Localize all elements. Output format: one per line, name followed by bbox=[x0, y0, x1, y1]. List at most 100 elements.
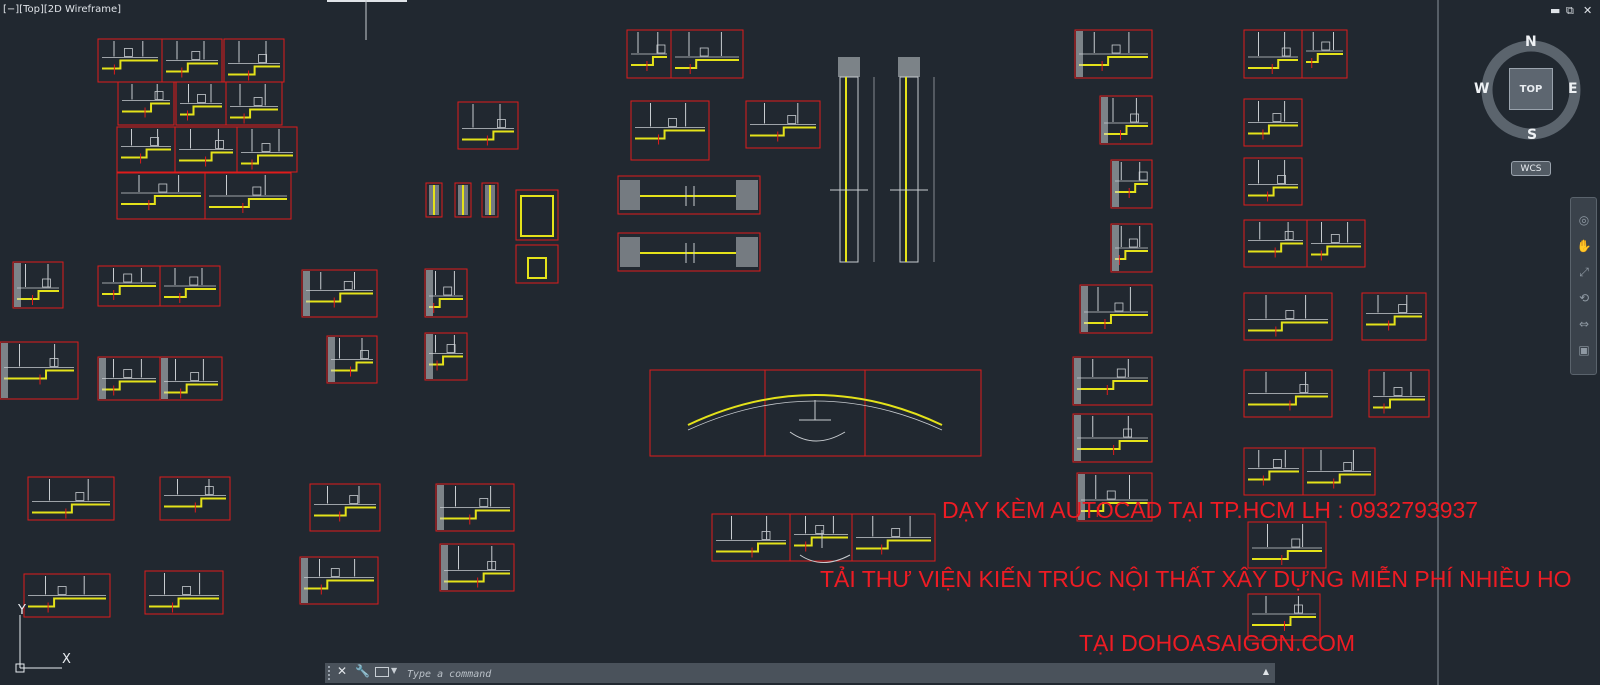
compass-east-label[interactable]: E bbox=[1568, 81, 1578, 97]
ceiling-board bbox=[164, 497, 226, 508]
command-input[interactable] bbox=[405, 664, 1249, 684]
detail-frame bbox=[23, 573, 111, 618]
detail-frame bbox=[1243, 29, 1303, 79]
compass-west-label[interactable]: W bbox=[1474, 81, 1490, 97]
light-fixture bbox=[258, 54, 268, 63]
detail-frame bbox=[457, 101, 519, 150]
ceiling-board bbox=[304, 579, 374, 590]
detail-frame bbox=[1302, 447, 1376, 496]
wall-hatch bbox=[1112, 225, 1119, 271]
light-fixture bbox=[75, 492, 85, 501]
steering-wheel-icon[interactable]: ◎ bbox=[1578, 213, 1590, 227]
ceiling-board bbox=[520, 195, 554, 237]
compass-north-label[interactable]: N bbox=[1525, 34, 1537, 50]
watermark-line-1: DẠY KÈM AUTOCAD TẠI TP.HCM LH : 09327939… bbox=[942, 497, 1479, 523]
wall-hatch bbox=[99, 358, 106, 399]
ucs-menu-button[interactable]: WCS bbox=[1511, 161, 1551, 176]
pan-icon[interactable]: ✋ bbox=[1576, 239, 1592, 253]
cad-linework bbox=[899, 76, 919, 263]
walk-icon[interactable]: ⇔ bbox=[1578, 317, 1590, 331]
ceiling-board bbox=[1248, 395, 1328, 406]
wall-hatch bbox=[161, 358, 168, 399]
light-fixture bbox=[42, 278, 51, 288]
command-line-grip[interactable] bbox=[328, 666, 334, 680]
viewport-close-icon[interactable]: ✕ bbox=[1583, 4, 1593, 17]
light-fixture bbox=[1272, 459, 1282, 468]
wall-hatch bbox=[1076, 31, 1083, 77]
ceiling-board bbox=[32, 503, 110, 514]
ceiling-board bbox=[149, 597, 219, 608]
light-fixture bbox=[360, 350, 369, 359]
wall-hatch bbox=[1074, 415, 1081, 461]
viewport-restore-icon[interactable]: ⧉ bbox=[1566, 4, 1574, 17]
detail-frame bbox=[159, 265, 221, 307]
detail-frame bbox=[515, 244, 559, 284]
recent-commands-dropdown-icon[interactable]: ▼ bbox=[391, 666, 398, 675]
orbit-icon[interactable]: ⟲ bbox=[1578, 291, 1590, 305]
detail-frame bbox=[617, 175, 761, 215]
ceiling-board bbox=[631, 56, 667, 66]
detail-frame bbox=[711, 513, 791, 562]
wall-hatch bbox=[898, 57, 920, 77]
light-fixture bbox=[57, 586, 67, 595]
wall-hatch bbox=[441, 545, 448, 590]
detail-frame bbox=[851, 513, 936, 562]
chandelier bbox=[799, 554, 851, 563]
viewcube-top-face[interactable]: TOP bbox=[1509, 68, 1553, 110]
detail-frame bbox=[1072, 413, 1153, 463]
ceiling-board bbox=[675, 59, 739, 69]
zoom-icon[interactable]: ⤢ bbox=[1579, 265, 1589, 279]
light-fixture bbox=[158, 183, 168, 193]
detail-frame bbox=[0, 341, 79, 400]
wall-hatch bbox=[620, 180, 640, 210]
detail-frame bbox=[649, 369, 766, 457]
detail-frame bbox=[1306, 219, 1366, 268]
detail-frame bbox=[424, 268, 468, 318]
light-fixture bbox=[204, 486, 214, 495]
light-fixture bbox=[1285, 310, 1295, 319]
cad-linework bbox=[327, 0, 407, 2]
wall-hatch bbox=[1078, 474, 1085, 520]
navigation-bar: ◎ ✋ ⤢ ⟲ ⇔ ▣ bbox=[1570, 197, 1597, 375]
viewport-label[interactable]: [−][Top][2D Wireframe] bbox=[3, 4, 122, 15]
ceiling-board bbox=[1248, 470, 1299, 481]
detail-frame bbox=[1247, 521, 1327, 569]
ceiling-board bbox=[794, 536, 848, 547]
light-fixture bbox=[487, 561, 497, 570]
command-line-close-icon[interactable]: ✕ bbox=[337, 664, 348, 678]
ceiling-board bbox=[1248, 321, 1328, 332]
ceiling-board bbox=[164, 383, 218, 394]
light-fixture bbox=[253, 97, 263, 106]
viewport-minimize-icon[interactable]: ▬ bbox=[1550, 4, 1561, 17]
detail-frame bbox=[236, 126, 298, 173]
wall-hatch bbox=[426, 334, 433, 379]
wall-hatch bbox=[1081, 286, 1088, 332]
detail-frame bbox=[1243, 157, 1303, 206]
light-fixture bbox=[1138, 171, 1148, 181]
command-line-customize-icon[interactable]: 🔧 bbox=[355, 664, 370, 678]
showmotion-icon[interactable]: ▣ bbox=[1578, 343, 1590, 357]
ceiling-board bbox=[1252, 616, 1316, 626]
ceiling-board bbox=[306, 292, 373, 303]
viewcube-compass-ring[interactable] bbox=[1478, 38, 1584, 144]
ceiling-board bbox=[17, 290, 59, 300]
command-history-up-icon[interactable]: ▲ bbox=[1262, 667, 1269, 676]
wall-hatch bbox=[301, 558, 308, 603]
ceiling-board bbox=[1248, 59, 1298, 69]
light-fixture bbox=[261, 143, 271, 152]
light-fixture bbox=[668, 118, 677, 127]
ceiling-board bbox=[1084, 314, 1148, 324]
ceiling-board bbox=[228, 65, 280, 76]
detail-frame bbox=[144, 570, 224, 615]
detail-frame bbox=[670, 29, 744, 79]
ceiling-board bbox=[527, 257, 547, 279]
ceiling-board bbox=[1115, 183, 1148, 193]
detail-frame bbox=[204, 172, 292, 220]
wall-hatch bbox=[437, 485, 444, 530]
ceiling-board bbox=[429, 355, 463, 366]
detail-frame bbox=[117, 81, 175, 126]
command-prompt-icon[interactable] bbox=[375, 667, 389, 677]
compass-south-label[interactable]: S bbox=[1527, 127, 1538, 143]
